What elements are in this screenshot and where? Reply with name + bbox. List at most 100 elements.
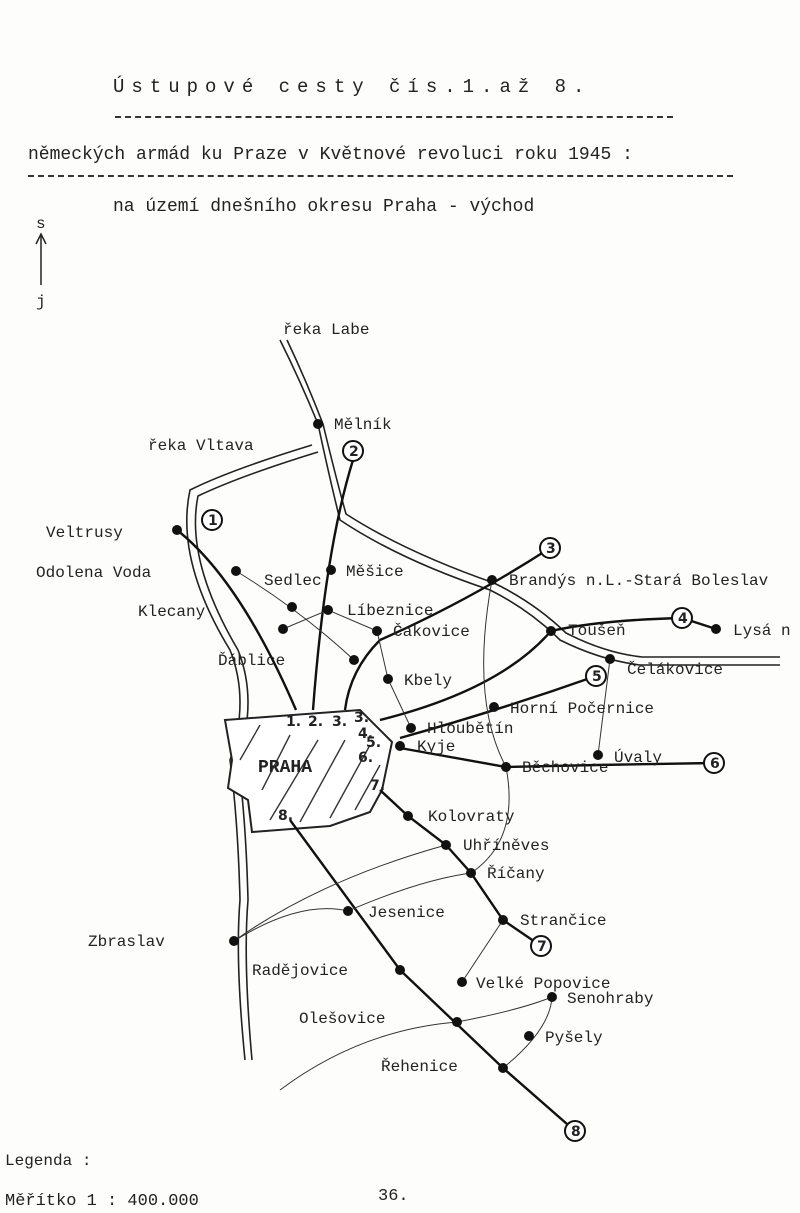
town-dot xyxy=(313,419,323,429)
town-dot xyxy=(403,811,413,821)
town-dot xyxy=(487,575,497,585)
town-label: Klecany xyxy=(138,603,206,621)
subtitle-underline xyxy=(28,175,733,177)
river-label-labe: řeka Labe xyxy=(283,321,369,339)
town-dot xyxy=(498,915,508,925)
roads xyxy=(233,570,611,1091)
town-label: Měšice xyxy=(346,563,404,581)
route-arrival-number: 3. xyxy=(354,710,369,726)
route-arrival-number: 5. xyxy=(366,735,381,751)
town-dot xyxy=(711,624,721,634)
town-label: Kbely xyxy=(404,672,452,690)
scale-label: Měřítko 1 : 400.000 xyxy=(5,1192,199,1211)
page-number: 36. xyxy=(378,1187,409,1206)
town-label: Kyje xyxy=(417,738,455,756)
town-dot xyxy=(547,992,557,1002)
town-label: Senohraby xyxy=(567,990,654,1008)
route-number: 4 xyxy=(678,611,688,627)
town-label: Řehenice xyxy=(381,1057,458,1076)
town-label: Jesenice xyxy=(368,904,445,922)
town-label: Mělník xyxy=(334,416,392,434)
town-dot xyxy=(489,702,499,712)
town-dot xyxy=(172,525,182,535)
rivers xyxy=(185,339,780,1061)
town-dot xyxy=(605,654,615,664)
route-number: 6 xyxy=(710,756,720,772)
town-dot xyxy=(395,965,405,975)
town-label: Sedlec xyxy=(264,572,322,590)
town-dot xyxy=(501,762,511,772)
town-dot xyxy=(349,655,359,665)
town-dot xyxy=(466,868,476,878)
region-subtitle: na území dnešního okresu Praha - východ xyxy=(113,197,535,217)
town-label: Toušeň xyxy=(568,622,626,640)
town-dot xyxy=(326,565,336,575)
route-marker-circle xyxy=(539,537,561,559)
town-label: Radějovice xyxy=(252,962,348,980)
town-label: Hloubětín xyxy=(427,720,513,738)
town-label: Strančice xyxy=(520,912,606,930)
prague-area xyxy=(223,708,394,834)
route-number: 2 xyxy=(349,444,359,460)
town-dot xyxy=(229,936,239,946)
route-marker-circle xyxy=(703,752,725,774)
route-number: 8 xyxy=(571,1124,581,1140)
retreat-routes xyxy=(176,459,717,1132)
town-dot xyxy=(406,723,416,733)
town-dot xyxy=(441,840,451,850)
town-label: Velké Popovice xyxy=(476,975,610,993)
town-label: Zbraslav xyxy=(88,933,165,951)
town-dot xyxy=(457,977,467,987)
route-number: 7 xyxy=(537,939,547,955)
town-label: Líbeznice xyxy=(347,602,433,620)
route-marker-circle xyxy=(585,665,607,687)
town-dot xyxy=(524,1031,534,1041)
town-dot xyxy=(383,674,393,684)
north-arrow-icon: s j xyxy=(35,215,47,311)
route-number: 3 xyxy=(546,541,556,557)
document-title: Ústupové cesty čís.1.až 8. xyxy=(113,76,592,98)
legend-label: Legenda : xyxy=(5,1152,92,1170)
route-arrival-number: 2. xyxy=(308,714,323,730)
town-label: Úvaly xyxy=(614,748,662,767)
town-label: Ďáblice xyxy=(218,651,285,670)
town-label: Horní Počernice xyxy=(510,700,654,718)
route-arrival-number: 4. xyxy=(358,726,373,742)
town-dot xyxy=(343,906,353,916)
town-label: Čelákovice xyxy=(627,660,723,679)
route-marker-circle xyxy=(201,509,223,531)
route-arrival-number: 3. xyxy=(332,714,347,730)
town-label: Uhříněves xyxy=(463,837,549,855)
route-marker-circle xyxy=(564,1120,586,1142)
route-marker-circle xyxy=(530,935,552,957)
title-underline xyxy=(115,116,673,118)
route-arrival-numbers: 1.2.3.3.4.5.6.7.8. xyxy=(278,710,385,824)
route-number: 1 xyxy=(208,513,218,529)
route-arrival-number: 6. xyxy=(358,750,373,766)
river-label-vltava: řeka Vltava xyxy=(148,437,254,455)
subtitle: německých armád ku Praze v Květnové revo… xyxy=(28,145,633,165)
town-dot xyxy=(372,626,382,636)
town-dot xyxy=(287,602,297,612)
town-label: Kolovraty xyxy=(428,808,515,826)
town-dot xyxy=(546,626,556,636)
town-label: Odolena Voda xyxy=(36,564,152,582)
town-label: Pyšely xyxy=(545,1029,603,1047)
town-dot xyxy=(323,605,333,615)
town-label: Brandýs n.L.-Stará Boleslav xyxy=(509,572,769,590)
route-marker-circle xyxy=(671,607,693,629)
south-label: j xyxy=(36,293,46,311)
town-label: Olešovice xyxy=(299,1010,385,1028)
route-arrival-number: 7. xyxy=(370,778,385,794)
town-label: Veltrusy xyxy=(46,524,123,542)
town-dot xyxy=(395,741,405,751)
town-label: Čakovice xyxy=(393,622,470,641)
town-label: Lysá n xyxy=(733,622,791,640)
town-label: Běchovice xyxy=(522,759,608,777)
prague-hatching xyxy=(239,724,381,823)
route-arrival-number: 8. xyxy=(278,808,293,824)
town-dot xyxy=(452,1017,462,1027)
